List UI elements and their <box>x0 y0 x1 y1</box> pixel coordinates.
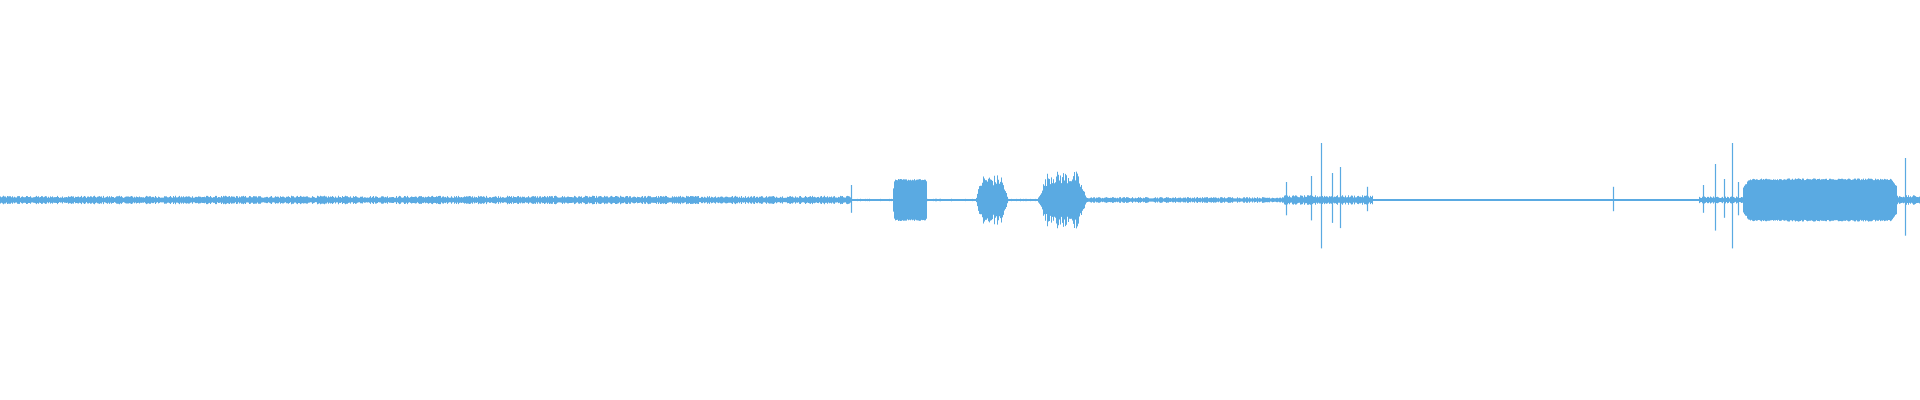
waveform-segment-burst <box>1037 171 1087 229</box>
waveform-segment-noise <box>1897 195 1920 205</box>
waveform-segment-noise <box>1008 198 1037 202</box>
waveform-segment-block <box>1743 178 1897 222</box>
waveform-segment-noise <box>0 195 851 205</box>
waveform-segment-noise <box>851 198 893 202</box>
waveform-segment-noise <box>1283 195 1373 205</box>
waveform-segment-noise <box>1373 199 1699 201</box>
waveform-segment-noise <box>927 198 975 202</box>
waveform-segment-burst <box>975 175 1008 225</box>
waveform-segment-noise <box>1699 196 1743 204</box>
waveform-segment-noise <box>1087 197 1283 203</box>
waveform-segment-block <box>893 179 927 221</box>
